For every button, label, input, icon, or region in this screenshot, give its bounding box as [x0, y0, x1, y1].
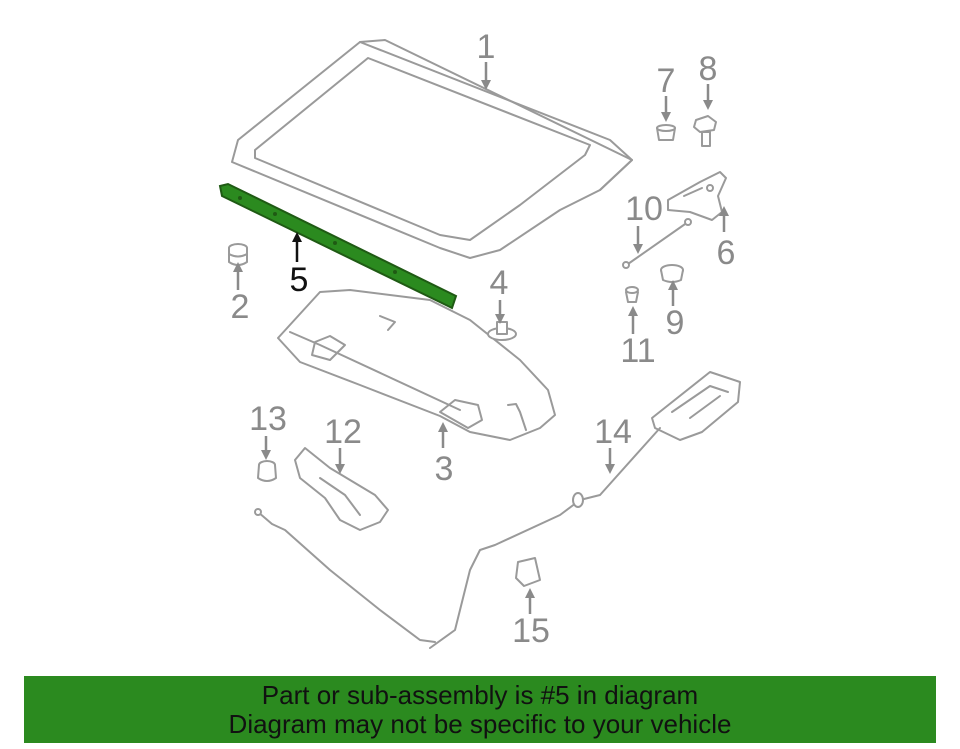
part-4-clip[interactable]: [487, 321, 517, 341]
part-13-bumper[interactable]: [257, 460, 277, 482]
part-10-rod[interactable]: [622, 218, 692, 269]
callout-arrows: [233, 62, 729, 614]
callout-14: 14: [594, 413, 632, 451]
callout-5: 5: [290, 261, 309, 299]
callout-11: 11: [620, 332, 655, 370]
callout-10: 10: [625, 190, 663, 228]
part-12-latch[interactable]: [294, 447, 389, 531]
part-14-latch-cable[interactable]: [254, 371, 741, 649]
part-2-bumper[interactable]: [228, 243, 248, 266]
parts-diagram: 1 5 2 4 7 8 10 6 9 11 3 13 12 14 15: [218, 28, 741, 650]
part-6-hinge[interactable]: [667, 171, 727, 221]
banner-line-1: Part or sub-assembly is #5 in diagram: [261, 680, 699, 710]
part-9-cap[interactable]: [660, 264, 684, 283]
callout-12: 12: [324, 413, 362, 451]
callout-15: 15: [512, 612, 550, 650]
callout-6: 6: [717, 234, 736, 272]
callout-1: 1: [477, 28, 496, 66]
part-15-handle[interactable]: [515, 557, 541, 587]
callout-4: 4: [490, 264, 509, 302]
callout-labels: 1 5 2 4 7 8 10 6 9 11 3 13 12 14 15: [231, 28, 736, 650]
part-5-weatherstrip[interactable]: [218, 182, 458, 310]
callout-7: 7: [657, 62, 676, 100]
callout-8: 8: [699, 50, 718, 88]
part-8-bolt[interactable]: [693, 115, 717, 147]
part-11-pin[interactable]: [625, 286, 639, 303]
callout-9: 9: [666, 304, 685, 342]
callout-13: 13: [249, 400, 287, 438]
banner-line-2: Diagram may not be specific to your vehi…: [228, 709, 732, 739]
callout-3: 3: [435, 450, 454, 488]
part-7-cap[interactable]: [656, 124, 676, 141]
part-3-insulator[interactable]: [277, 289, 556, 441]
info-banner: Part or sub-assembly is #5 in diagram Di…: [24, 676, 936, 743]
callout-2: 2: [231, 288, 250, 326]
part-1-hood[interactable]: [231, 39, 633, 259]
